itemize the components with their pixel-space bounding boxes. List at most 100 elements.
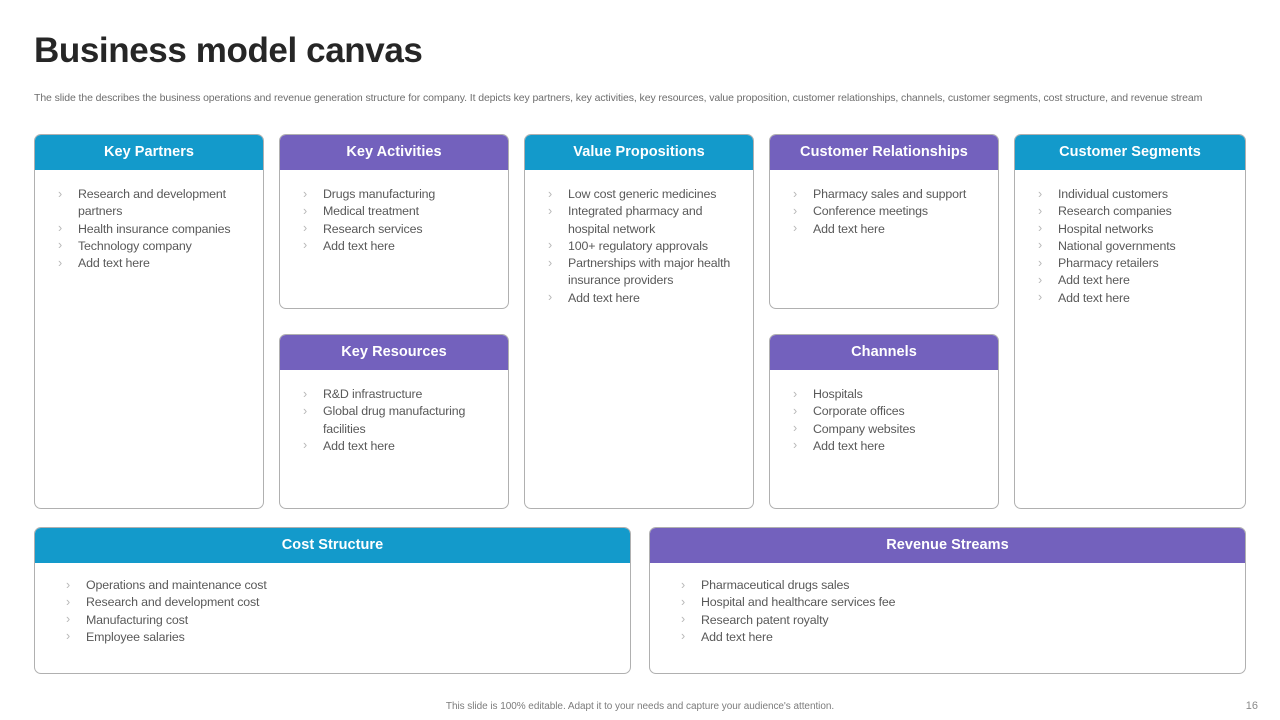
list-item-label: Technology company (78, 238, 192, 253)
column-key-partners: Key Partners ›Research and development p… (34, 134, 264, 509)
list-item: › Add text here (1035, 272, 1233, 289)
chevron-right-icon: › (793, 203, 798, 218)
list-item: ›Hospitals (790, 386, 986, 403)
card-cost-structure[interactable]: Cost Structure › Operations and maintenan… (34, 527, 631, 674)
card-title-value-propositions: Value Propositions (573, 144, 705, 160)
list-item: ›R&D infrastructure (300, 386, 496, 403)
chevron-right-icon: › (793, 386, 798, 401)
card-revenue-streams[interactable]: Revenue Streams ›Pharmaceutical drugs sa… (649, 527, 1246, 674)
list-customer-segments: ›Individual customers ›Research companie… (1035, 186, 1233, 307)
list-item: ›100+ regulatory approvals (545, 238, 741, 255)
list-item-label: Integrated pharmacy and hospital network (568, 204, 703, 236)
card-header-key-resources: Key Resources (280, 335, 508, 370)
list-item-label: Add text here (568, 290, 640, 305)
chevron-right-icon: › (58, 255, 63, 270)
chevron-right-icon: › (303, 238, 308, 253)
list-item-label: Pharmacy retailers (1058, 256, 1159, 271)
list-item: ›Company websites (790, 421, 986, 438)
chevron-right-icon: › (793, 221, 798, 236)
list-revenue-streams: ›Pharmaceutical drugs sales › Hospital an… (678, 577, 1233, 646)
list-item: ›Corporate offices (790, 403, 986, 420)
list-item: ›Integrated pharmacy and hospital networ… (545, 203, 741, 238)
list-item-label: Low cost generic medicines (568, 187, 717, 201)
list-item: ›Research patent royalty (678, 612, 1233, 629)
chevron-right-icon: › (303, 438, 308, 453)
list-item-label: Add text here (78, 256, 150, 271)
chevron-right-icon: › (793, 186, 798, 201)
chevron-right-icon: › (1038, 272, 1043, 287)
card-header-key-partners: Key Partners (35, 135, 263, 170)
list-customer-relationships: ›Pharmacy sales and support ›Conference … (790, 186, 986, 238)
card-key-resources[interactable]: Key Resources ›R&D infrastructure ›Globa… (279, 334, 509, 509)
card-key-partners[interactable]: Key Partners ›Research and development p… (34, 134, 264, 509)
card-key-activities[interactable]: Key Activities ›Drugs manufacturing ›Med… (279, 134, 509, 309)
card-title-channels: Channels (851, 344, 917, 360)
list-item: ›Global drug manufacturing facilities (300, 403, 496, 438)
list-item: ›Pharmacy retailers (1035, 255, 1233, 272)
chevron-right-icon: › (548, 290, 553, 305)
chevron-right-icon: › (303, 403, 308, 418)
list-item-label: Hospital and healthcare services fee (701, 595, 896, 610)
list-item: ›Partnerships with major health insuranc… (545, 255, 741, 290)
list-item: › Drugs manufacturing (300, 186, 496, 203)
list-item: ›Conference meetings (790, 203, 986, 220)
chevron-right-icon: › (303, 186, 308, 201)
list-item: ›Research and development cost (63, 594, 618, 611)
bottom-row: Cost Structure › Operations and maintenan… (34, 527, 1246, 674)
card-body-revenue-streams: ›Pharmaceutical drugs sales › Hospital an… (650, 563, 1245, 673)
card-header-customer-segments: Customer Segments (1015, 135, 1245, 170)
chevron-right-icon: › (58, 238, 63, 253)
list-item: ›Add text here (790, 221, 986, 238)
card-customer-relationships[interactable]: Customer Relationships ›Pharmacy sales a… (769, 134, 999, 309)
list-item: ›National governments (1035, 238, 1233, 255)
chevron-right-icon: › (793, 438, 798, 453)
list-item-label: Add text here (1058, 290, 1130, 305)
list-value-propositions: ›Low cost generic medicines ›Integrated … (545, 186, 741, 307)
card-channels[interactable]: Channels ›Hospitals ›Corporate offices ›… (769, 334, 999, 509)
card-body-customer-segments: ›Individual customers ›Research companie… (1015, 170, 1245, 508)
list-item: › Add text here (55, 255, 251, 272)
list-item: ›Research and development partners (55, 186, 251, 221)
list-item-label: Operations and maintenance cost (86, 578, 267, 592)
page-title: Business model canvas (34, 31, 423, 70)
list-item: ›Research companies (1035, 203, 1233, 220)
list-key-resources: ›R&D infrastructure ›Global drug manufac… (300, 386, 496, 455)
list-item: ›Low cost generic medicines (545, 186, 741, 203)
chevron-right-icon: › (793, 421, 798, 436)
card-header-key-activities: Key Activities (280, 135, 508, 170)
list-item-label: Add text here (1058, 273, 1130, 288)
chevron-right-icon: › (58, 186, 63, 201)
list-item: ›Health insurance companies (55, 221, 251, 238)
list-item: ›Add text here (790, 438, 986, 455)
list-item-label: Manufacturing cost (86, 612, 188, 627)
column-customer-relationships-channels: Customer Relationships ›Pharmacy sales a… (769, 134, 999, 509)
list-item: ›Add text here (300, 438, 496, 455)
list-channels: ›Hospitals ›Corporate offices ›Company w… (790, 386, 986, 455)
card-value-propositions[interactable]: Value Propositions ›Low cost generic med… (524, 134, 754, 509)
chevron-right-icon: › (681, 594, 686, 609)
card-body-key-partners: ›Research and development partners ›Heal… (35, 170, 263, 508)
card-header-channels: Channels (770, 335, 998, 370)
list-key-partners: ›Research and development partners ›Heal… (55, 186, 251, 272)
card-title-key-resources: Key Resources (341, 344, 447, 360)
list-item: ›Pharmaceutical drugs sales (678, 577, 1233, 594)
chevron-right-icon: › (303, 203, 308, 218)
card-customer-segments[interactable]: Customer Segments ›Individual customers … (1014, 134, 1246, 509)
list-item-label: Add text here (701, 629, 773, 644)
card-header-cost-structure: Cost Structure (35, 528, 630, 563)
chevron-right-icon: › (66, 612, 71, 627)
list-item-label: National governments (1058, 238, 1176, 253)
list-item-label: Research and development cost (86, 595, 260, 610)
list-item-label: Corporate offices (813, 404, 905, 419)
card-title-customer-relationships: Customer Relationships (800, 144, 968, 160)
list-item-label: Employee salaries (86, 629, 185, 644)
chevron-right-icon: › (66, 629, 71, 644)
page-subtitle: The slide the describes the business ope… (34, 92, 1203, 104)
chevron-right-icon: › (681, 612, 686, 627)
list-key-activities: ›Drugs manufacturing ›Medical treatment … (300, 186, 496, 255)
list-item-label: R&D infrastructure (323, 387, 423, 401)
column-key-activities-resources: Key Activities ›Drugs manufacturing ›Med… (279, 134, 509, 509)
chevron-right-icon: › (1038, 203, 1043, 218)
list-item-label: Drugs manufacturing (323, 187, 436, 201)
